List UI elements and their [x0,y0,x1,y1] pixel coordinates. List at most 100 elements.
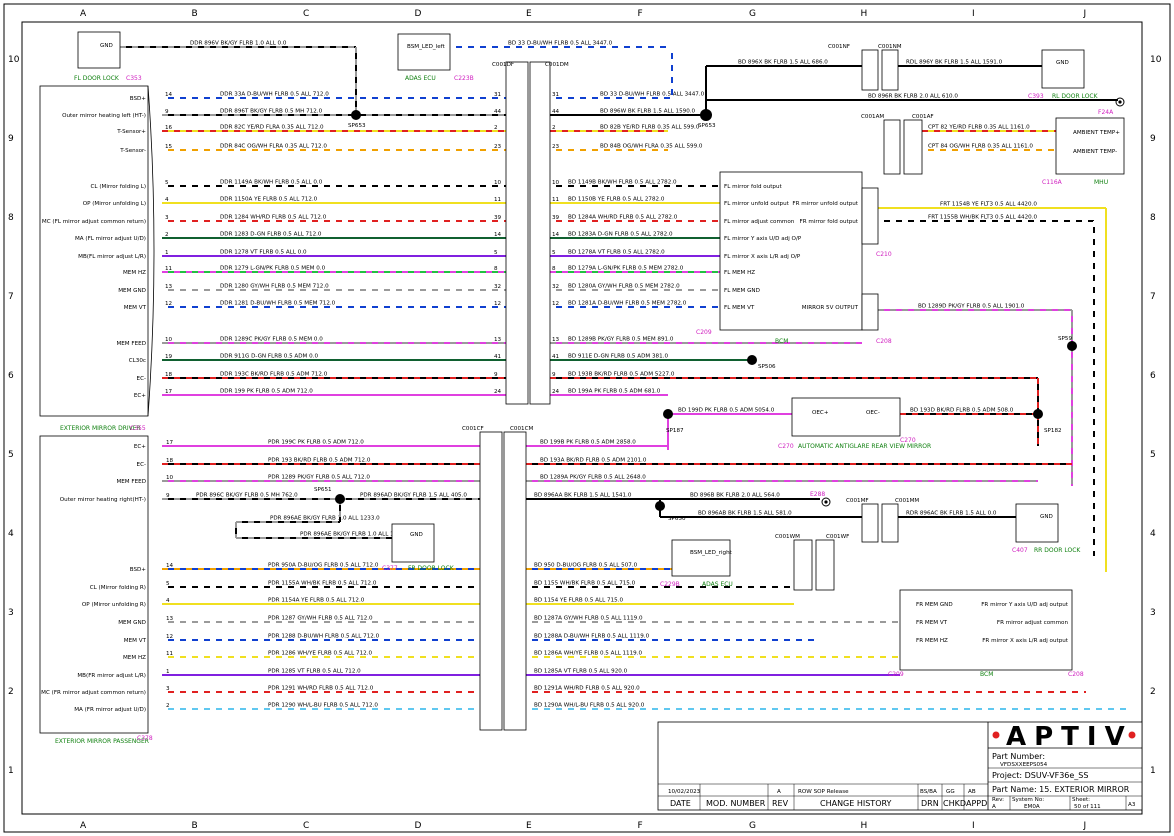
grid-row-right: 4 [1150,529,1156,539]
inline-c001wm[interactable]: C001WM C001WF [775,534,849,591]
label-c001af: C001AF [912,114,934,120]
rev-value: A [992,804,996,810]
passenger-pin-label: MC (FR mirror adjust common return) [41,690,146,696]
grid-col-top: C [303,9,309,19]
inline-pin-number: 31 [494,92,502,98]
rr-door-lock-conn: C407 [1012,547,1028,554]
driver-pin-number: 5 [165,180,169,186]
header-mod: MOD. NUMBER [706,799,766,808]
passenger-pin-number: 1 [166,669,170,675]
fr-door-lock[interactable]: GND FR DOOR LOCK C377 [382,523,455,572]
wire-label: PDR 1155A WH/BK FLRB 0.5 ALL 712.0 [268,581,377,587]
border-outer [3,3,1171,833]
grid-col-top: I [972,9,975,19]
inline-pin-number: 23 [552,144,560,150]
rl-door-lock[interactable]: GND RL DOOR LOCK C393 [1028,49,1099,100]
label-c001am: C001AM [861,114,884,120]
driver-pin-label: MEM FEED [116,341,146,347]
wire-label: PDR 1291 WH/RD FLRB 0.5 ALL 712.0 [268,686,374,692]
inline-c001mf[interactable]: C001MF C001MM [846,498,919,543]
inline-pin-number: 44 [494,109,502,115]
grid-row-left: 6 [8,371,14,381]
auto-mirror-oec-plus: OEC+ [812,410,829,416]
wire-label: DDR 193C BK/RD FLRB 0.5 ADM 712.0 [220,372,328,378]
grid-col-top: G [749,9,756,19]
grid-row-left: 7 [8,292,14,302]
bcm-upper[interactable]: BCM C209 C210 C208 [696,171,892,345]
bcm-lower[interactable]: BCM C209 C208 [888,589,1084,678]
driver-pin-label: OP (Mirror unfolding L) [83,201,146,207]
passenger-pin-label: MB(FR mirror adjust L/R) [77,673,146,679]
passenger-mirror[interactable]: EXTERIOR MIRROR PASSENGER C378 [39,435,153,745]
inline-c001am[interactable]: C001AM C001AF [861,114,934,175]
wire-label: BD 896B BK FLRB 2.0 ALL 564.0 [690,493,780,499]
wire-label: DDR 84C OG/WH FLRA 0.35 ALL 712.0 [220,144,327,150]
drn-value: BS/BA [920,789,937,795]
inline-pin-number: 13 [552,337,560,343]
system-no-label: System No: [1012,797,1044,803]
bcm-upper-right-pin: FR mirror unfold output [792,201,858,207]
inline-c001nf[interactable]: C001NF C001NM [828,44,902,91]
rev-letter: A [777,789,781,795]
bcm-upper-right-pin: MIRROR 5V OUTPUT [802,305,859,311]
driver-pin-number: 16 [165,125,173,131]
grid-col-bottom: C [303,821,309,831]
label-c001mm: C001MM [895,498,919,504]
wire-label: PDR 896AE BK/GY FLRB 1.0 ALL 1233.0 [270,516,380,522]
rr-door-lock[interactable]: GND RR DOOR LOCK C407 [1012,503,1081,554]
driver-pin-label: MA (FL mirror adjust U/D) [75,236,146,242]
inline-pin-number: 9 [494,372,498,378]
grid-row-left: 10 [8,55,20,65]
passenger-pin-label: OP (Mirror unfolding R) [82,602,146,608]
wire-label: BD 33 D-BU/WH FLRB 0.5 ALL 3447.0 [600,92,705,98]
fl-door-lock[interactable]: GND FL DOOR LOCK C353 [74,31,142,82]
inline-pin-number: 14 [552,232,560,238]
adas-right-pin: BSM_LED_right [690,550,733,556]
wire-label: BD 896R BK FLRB 2.0 ALL 610.0 [868,94,958,100]
label-c001df: C001DF [492,62,514,68]
inline-c001cm[interactable]: C001CF C001CM [462,426,533,731]
inline-pin-number: 39 [552,215,560,221]
wire-label: DDR 911G D-GN FLRB 0.5 ADM 0.0 [220,354,318,360]
wire-label: FRT 1155B WH/BK FLT3 0.5 ALL 4420.0 [928,215,1037,221]
adas-right-conn: C229B [660,581,680,588]
wire-label: DDR 1281 D-BU/WH FLRB 0.5 MEM 712.0 [220,301,336,307]
driver-pin-number: 9 [165,109,169,115]
driver-pin-label: MEM GND [118,288,146,294]
auto-mirror-conn-b: C270 [900,437,916,444]
inline-pin-number: 39 [494,215,502,221]
label-c001nf: C001NF [828,44,850,50]
splice-label: SP651 [314,487,332,493]
splice-dot [351,110,361,120]
wire-label: BD 1149B BK/WH FLRB 0.5 ALL 2782.0 [568,180,677,186]
adas-ecu-right[interactable]: BSM_LED_right ADAS ECU C229B [660,539,733,588]
wire-label: BD 1291A WH/RD FLRB 0.5 ALL 920.0 [534,686,640,692]
ambient-pin-plus: AMBIENT TEMP+ [1073,130,1120,136]
bcm-lower-c208: C208 [1068,671,1084,678]
inline-pin-number: 13 [494,337,502,343]
bcm-lower-c209: C209 [888,671,904,678]
driver-mirror[interactable]: EXTERIOR MIRROR DRIVER C355 [39,85,155,432]
passenger-pin-number: 2 [166,703,170,709]
auto-antiglare-mirror[interactable]: OEC+ OEC- C270 C270 AUTOMATIC ANTIGLARE … [778,397,931,450]
wire-label: BD 1287A GY/WH FLRB 0.5 ALL 1119.0 [534,616,643,622]
inline-pin-number: 8 [552,266,556,272]
grid-col-top: F [638,9,643,19]
grid-row-right: 5 [1150,450,1156,460]
bcm-upper-pin: FL mirror X axis L/R adj O/P [724,254,801,260]
grid-col-bottom: B [192,821,198,831]
splice-label: SP182 [1044,428,1062,434]
label-c001mf: C001MF [846,498,869,504]
inline-pin-number: 24 [552,389,560,395]
wire-label: BD 1279A L-GN/PK FLRB 0.5 MEM 2782.0 [568,266,684,272]
inline-c001dm[interactable]: C001DF C001DM [492,61,569,405]
wire-label: DDR 896V BK/GY FLRB 1.0 ALL 0.0 [190,41,287,47]
appd-value: AB [968,789,976,795]
ambient-temp-sensor[interactable]: AMBIENT TEMP+ AMBIENT TEMP- MHU C116A [1042,117,1125,186]
grid-col-top: B [192,9,198,19]
inline-pin-number: 10 [494,180,502,186]
wire-label: DDR 1280 GY/WH FLRB 0.5 MEM 712.0 [220,284,329,290]
adas-ecu-left[interactable]: BSM_LED_left ADAS ECU C223B [397,33,474,82]
driver-pin-number: 10 [165,337,173,343]
